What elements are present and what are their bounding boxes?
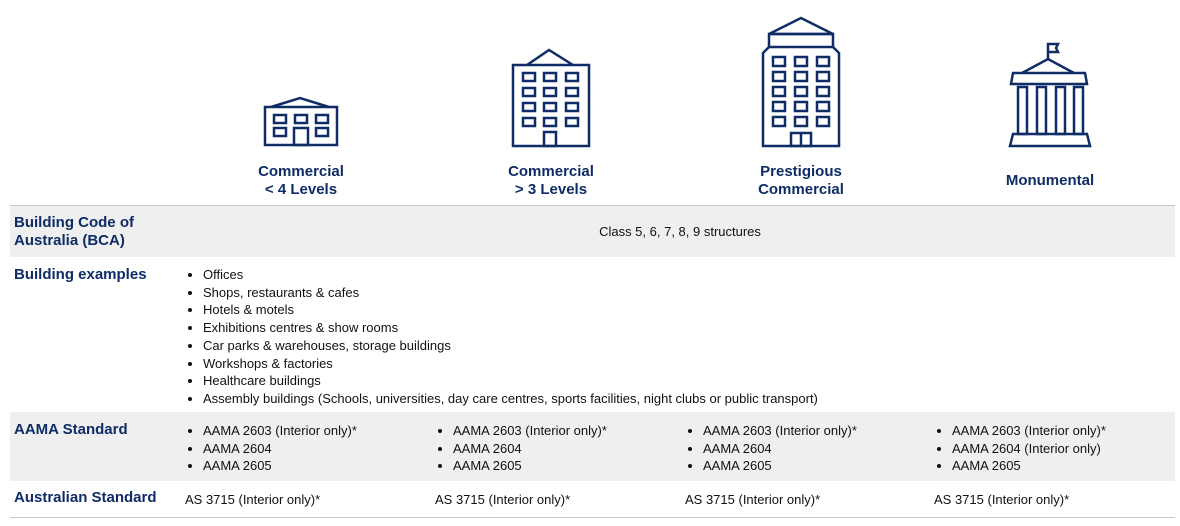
row-building-examples: Building examples Offices Shops, restaur… (10, 257, 1175, 412)
row-label-line1: Building Code of (14, 214, 134, 231)
list-item: Offices (203, 266, 1165, 284)
list-item: Healthcare buildings (203, 372, 1165, 390)
divider (10, 517, 1175, 518)
column-label-line2: Commercial (758, 181, 844, 198)
list-item: Workshops & factories (203, 355, 1165, 373)
row-australian-standard: Australian Standard AS 3715 (Interior on… (10, 481, 1175, 517)
list-item: AAMA 2604 (703, 440, 857, 458)
bca-value: Class 5, 6, 7, 8, 9 structures (599, 224, 761, 239)
as-cell: AS 3715 (Interior only)* (685, 492, 821, 507)
list-item: Shops, restaurants & cafes (203, 284, 1165, 302)
header-row: Commercial< 4 Levels Commercial> 3 Level… (0, 0, 1180, 205)
row-label-line2: Australia (BCA) (14, 232, 125, 249)
examples-list: Offices Shops, restaurants & cafes Hotel… (185, 266, 1165, 408)
aama-cell: AAMA 2603 (Interior only)*AAMA 2604AAMA … (185, 422, 357, 475)
row-label: Australian Standard (14, 489, 157, 506)
as-cell: AS 3715 (Interior only)* (435, 492, 571, 507)
column-label-line1: Commercial (508, 163, 594, 180)
as-cell: AS 3715 (Interior only)* (185, 492, 321, 507)
low-rise-building-icon (263, 96, 339, 147)
column-commercial-mid: Commercial> 3 Levels (426, 0, 676, 205)
list-item: Assembly buildings (Schools, universitie… (203, 390, 1165, 408)
mid-rise-building-icon (511, 48, 591, 148)
list-item: AAMA 2603 (Interior only)* (952, 422, 1106, 440)
row-aama-standard: AAMA Standard AAMA 2603 (Interior only)*… (10, 412, 1175, 481)
aama-cell: AAMA 2603 (Interior only)*AAMA 2604AAMA … (435, 422, 607, 475)
column-commercial-low: Commercial< 4 Levels (176, 0, 426, 205)
monument-building-icon (1008, 42, 1092, 148)
list-item: AAMA 2603 (Interior only)* (203, 422, 357, 440)
as-cell: AS 3715 (Interior only)* (934, 492, 1070, 507)
list-item: AAMA 2603 (Interior only)* (703, 422, 857, 440)
row-label: Building examples (14, 266, 147, 283)
list-item: Hotels & motels (203, 301, 1165, 319)
list-item: AAMA 2604 (Interior only) (952, 440, 1106, 458)
column-label-line2: > 3 Levels (514, 181, 588, 198)
list-item: Exhibitions centres & show rooms (203, 319, 1165, 337)
column-label-line1: Prestigious (760, 163, 842, 180)
list-item: AAMA 2603 (Interior only)* (453, 422, 607, 440)
column-label: Monumental (1005, 172, 1095, 189)
list-item: Car parks & warehouses, storage building… (203, 337, 1165, 355)
aama-cell: AAMA 2603 (Interior only)*AAMA 2604AAMA … (685, 422, 857, 475)
list-item: AAMA 2605 (703, 457, 857, 475)
list-item: AAMA 2604 (453, 440, 607, 458)
column-label-line2: < 4 Levels (264, 181, 338, 198)
column-label-line1: Commercial (258, 163, 344, 180)
list-item: AAMA 2605 (453, 457, 607, 475)
column-monumental: Monumental (925, 0, 1175, 205)
list-item: AAMA 2605 (952, 457, 1106, 475)
list-item: AAMA 2605 (203, 457, 357, 475)
aama-cell: AAMA 2603 (Interior only)*AAMA 2604 (Int… (934, 422, 1106, 475)
list-item: AAMA 2604 (203, 440, 357, 458)
row-label: AAMA Standard (14, 421, 128, 438)
high-rise-building-icon (761, 16, 841, 148)
divider (10, 205, 1175, 206)
